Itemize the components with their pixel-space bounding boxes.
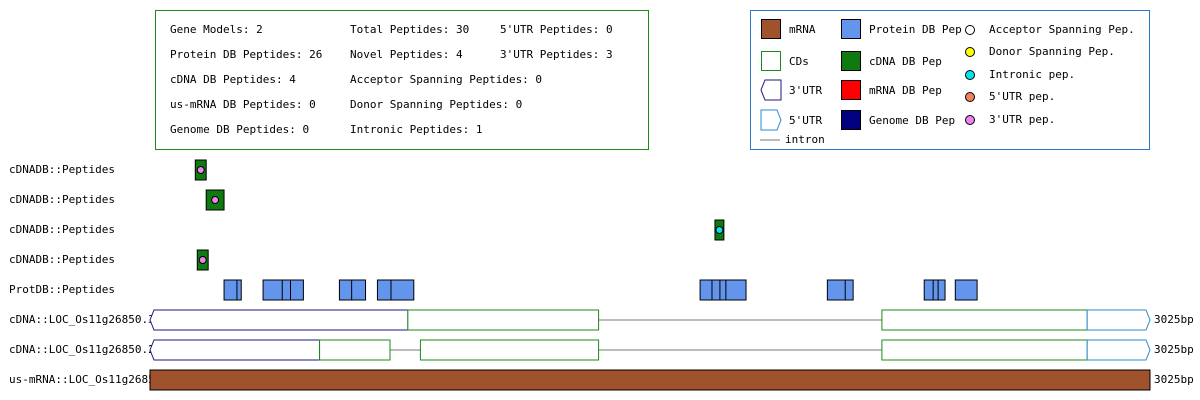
protein-peptide-block <box>289 279 304 301</box>
stat-total-peptides: Total Peptides: 30 <box>350 23 470 36</box>
protein-peptide-block <box>725 279 747 301</box>
stat-protein-db-peptides: Protein DB Peptides: 26 <box>170 48 323 61</box>
legend-mrna-label: mRNA <box>789 23 816 36</box>
legend-panel: mRNA CDs 3'UTR 5'UTR intron Protein DB P… <box>750 10 1150 150</box>
utr5-segment <box>1086 309 1151 331</box>
length-label-transcript-2: 3025bp <box>1154 343 1194 356</box>
track-label-usmrna: us-mRNA::LOC_Os11g26850 <box>9 373 162 386</box>
track-label-transcript-3: cDNA::LOC_Os11g26850.3 <box>9 313 155 326</box>
legend-intronic-marker <box>965 70 975 80</box>
protein-peptide-block <box>390 279 415 301</box>
protein-peptide-block <box>338 279 353 301</box>
legend-3utr-swatch <box>760 79 782 101</box>
legend-5utr-label: 5'UTR <box>789 114 823 127</box>
cds-segment <box>407 309 600 331</box>
track-label-cdna-peptides-1: cDNADB::Peptides <box>9 163 115 176</box>
legend-cds-label: CDs <box>789 55 809 68</box>
intronic-peptide-marker <box>715 226 724 234</box>
legend-acceptor-marker <box>965 25 975 35</box>
length-label-transcript-3: 3025bp <box>1154 313 1194 326</box>
legend-3utr-label: 3'UTR <box>789 84 823 97</box>
protein-peptide-block <box>351 279 367 301</box>
protein-peptide-block <box>262 279 284 301</box>
track-label-cdna-peptides-4: cDNADB::Peptides <box>9 253 115 266</box>
legend-mrna-swatch <box>761 19 781 39</box>
cds-segment <box>881 339 1088 361</box>
legend-3utr-pep-label: 3'UTR pep. <box>989 113 1056 126</box>
stat-cdna-db-peptides: cDNA DB Peptides: 4 <box>170 73 296 86</box>
legend-protein-db-label: Protein DB Pep <box>869 23 962 36</box>
protein-peptide-block <box>844 279 854 301</box>
legend-cdna-db-label: cDNA DB Pep <box>869 55 942 68</box>
cds-segment <box>419 339 600 361</box>
legend-mrna-db-swatch <box>841 80 861 100</box>
track-label-cdna-peptides-2: cDNADB::Peptides <box>9 193 115 206</box>
cds-segment <box>319 339 391 361</box>
legend-intron-label: intron <box>785 133 825 146</box>
protein-peptide-block <box>954 279 978 301</box>
track-label-protdb-peptides: ProtDB::Peptides <box>9 283 115 296</box>
legend-donor-marker <box>965 47 975 57</box>
statistics-panel: Gene Models: 2 Total Peptides: 30 5'UTR … <box>155 10 649 150</box>
utr3-peptide-marker <box>198 256 207 264</box>
track-label-transcript-2: cDNA::LOC_Os11g26850.2 <box>9 343 155 356</box>
cds-segment <box>881 309 1088 331</box>
legend-genome-db-swatch <box>841 110 861 130</box>
protein-peptide-block <box>937 279 946 301</box>
legend-mrna-db-label: mRNA DB Pep <box>869 84 942 97</box>
protein-peptide-block <box>699 279 714 301</box>
utr5-segment <box>1086 339 1151 361</box>
protein-peptide-block <box>281 279 292 301</box>
legend-5utr-marker <box>965 92 975 102</box>
protein-peptide-block <box>236 279 242 301</box>
protein-peptide-block <box>826 279 847 301</box>
legend-intron-swatch <box>760 139 780 141</box>
stat-acceptor-spanning: Acceptor Spanning Peptides: 0 <box>350 73 543 86</box>
protein-peptide-block <box>376 279 393 301</box>
length-label-usmrna: 3025bp <box>1154 373 1194 386</box>
track-label-cdna-peptides-3: cDNADB::Peptides <box>9 223 115 236</box>
legend-cdna-db-swatch <box>841 51 861 71</box>
stat-5utr-peptides: 5'UTR Peptides: 0 <box>500 23 613 36</box>
stat-genome-db-peptides: Genome DB Peptides: 0 <box>170 123 310 136</box>
legend-5utr-pep-label: 5'UTR pep. <box>989 90 1056 103</box>
mrna-block <box>149 369 1151 391</box>
legend-intronic-label: Intronic pep. <box>989 68 1076 81</box>
legend-donor-label: Donor Spanning Pep. <box>989 45 1115 58</box>
stat-gene-models: Gene Models: 2 <box>170 23 263 36</box>
stat-intronic-peptides: Intronic Peptides: 1 <box>350 123 483 136</box>
utr3-segment <box>149 339 321 361</box>
utr3-segment <box>149 309 409 331</box>
legend-protein-db-swatch <box>841 19 861 39</box>
utr3-peptide-marker <box>211 196 220 204</box>
legend-cds-swatch <box>761 51 781 71</box>
protein-peptide-block <box>223 279 238 301</box>
stat-novel-peptides: Novel Peptides: 4 <box>350 48 463 61</box>
stat-donor-spanning: Donor Spanning Peptides: 0 <box>350 98 523 111</box>
stat-usmrna-db-peptides: us-mRNA DB Peptides: 0 <box>170 98 316 111</box>
legend-acceptor-label: Acceptor Spanning Pep. <box>989 23 1135 36</box>
legend-3utr-marker <box>965 115 975 125</box>
stat-3utr-peptides: 3'UTR Peptides: 3 <box>500 48 613 61</box>
utr3-peptide-marker <box>196 166 205 174</box>
legend-genome-db-label: Genome DB Pep <box>869 114 956 127</box>
legend-5utr-swatch <box>760 109 782 131</box>
